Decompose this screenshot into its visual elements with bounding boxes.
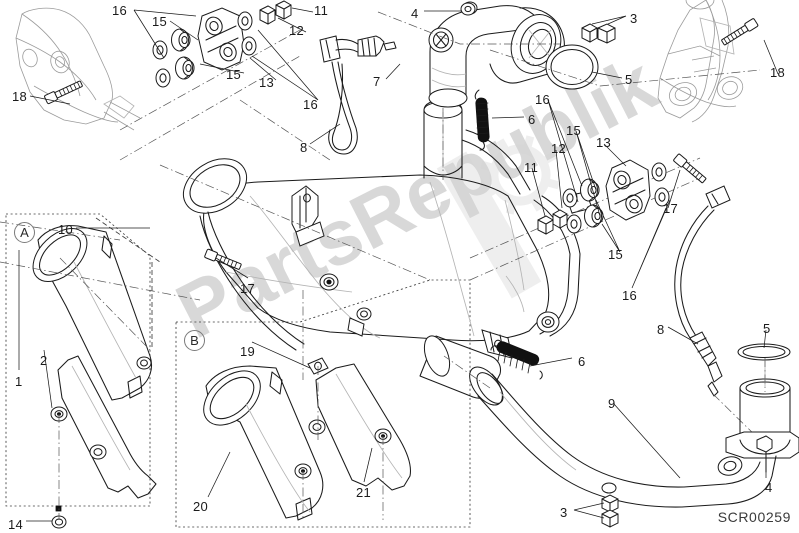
callout-15b: 15 xyxy=(226,67,242,82)
down-pipe xyxy=(469,366,777,508)
mount-boss-lower xyxy=(356,307,372,321)
callout-14: 14 xyxy=(8,517,24,532)
callout-3: 3 xyxy=(630,11,638,26)
bolt-18-left xyxy=(44,80,83,105)
callout-6b: 6 xyxy=(578,354,586,369)
callout-11b: 11 xyxy=(524,160,539,175)
stud-top xyxy=(460,2,476,16)
watermark-graphic xyxy=(436,135,560,299)
section-a-boundary xyxy=(5,213,151,507)
nut-top-a xyxy=(581,23,598,43)
callout-17b: 17 xyxy=(240,281,256,296)
callout-1: 1 xyxy=(15,374,23,389)
silencer-body xyxy=(182,99,593,399)
spring-upper xyxy=(474,89,490,151)
callout-18: 18 xyxy=(12,89,28,104)
callout-12: 12 xyxy=(289,23,305,38)
frame-bracket-right xyxy=(657,0,744,123)
gasket-ring-lower xyxy=(737,343,791,361)
frame-bracket-left xyxy=(15,7,141,131)
bolt-17 xyxy=(673,153,707,184)
callout-17: 17 xyxy=(663,201,679,216)
projection-lines xyxy=(0,11,766,520)
callout-16: 16 xyxy=(112,3,128,18)
callout-16c: 16 xyxy=(535,92,551,107)
section-marker-a: A xyxy=(14,222,35,243)
callout-13b: 13 xyxy=(596,135,612,150)
nut-top-b xyxy=(597,23,616,44)
nut-lower-a xyxy=(601,494,619,513)
callout-10: 10 xyxy=(58,222,74,237)
callout-8: 8 xyxy=(300,140,308,155)
gasket-ring-top xyxy=(545,44,599,90)
callout-12b: 12 xyxy=(551,141,567,156)
callout-4: 4 xyxy=(411,6,419,21)
leader-lines xyxy=(18,7,779,522)
bolt-18-right xyxy=(721,18,759,46)
callout-4b: 4 xyxy=(765,480,773,495)
spring-lower xyxy=(490,341,543,380)
callout-5b: 5 xyxy=(763,321,771,336)
callout-15c: 15 xyxy=(566,123,582,138)
callout-11: 11 xyxy=(314,3,329,18)
callout-7: 7 xyxy=(373,74,381,89)
callout-19: 19 xyxy=(240,344,256,359)
callout-16b: 16 xyxy=(303,97,319,112)
lambda-sensor-upper xyxy=(319,35,397,155)
callout-8b: 8 xyxy=(657,322,665,337)
diagram-code: SCR00259 xyxy=(717,509,791,525)
heat-shield-b-upper xyxy=(203,365,324,521)
section-a-inner-guide xyxy=(95,217,161,350)
callout-2: 2 xyxy=(40,353,48,368)
callout-15: 15 xyxy=(152,14,168,29)
heat-shield-b-lower xyxy=(308,363,411,491)
hardware-cluster-top xyxy=(119,0,301,161)
callout-21: 21 xyxy=(356,485,372,500)
lambda-sensor-lower xyxy=(674,185,761,441)
callout-5: 5 xyxy=(625,72,633,87)
callout-3b: 3 xyxy=(560,505,568,520)
callout-20: 20 xyxy=(193,499,209,514)
callout-16d: 16 xyxy=(622,288,638,303)
section-marker-b: B xyxy=(184,330,205,351)
nut-lower-b xyxy=(601,509,619,528)
mount-boss-outlet xyxy=(536,311,560,333)
bolt-14 xyxy=(51,505,67,529)
callout-13: 13 xyxy=(259,75,275,90)
callout-18b: 18 xyxy=(770,65,786,80)
mount-boss-upper xyxy=(319,273,339,291)
callout-9: 9 xyxy=(608,396,616,411)
hardware-cluster-right xyxy=(469,153,707,281)
callout-6: 6 xyxy=(528,112,536,127)
callout-15d: 15 xyxy=(608,247,624,262)
